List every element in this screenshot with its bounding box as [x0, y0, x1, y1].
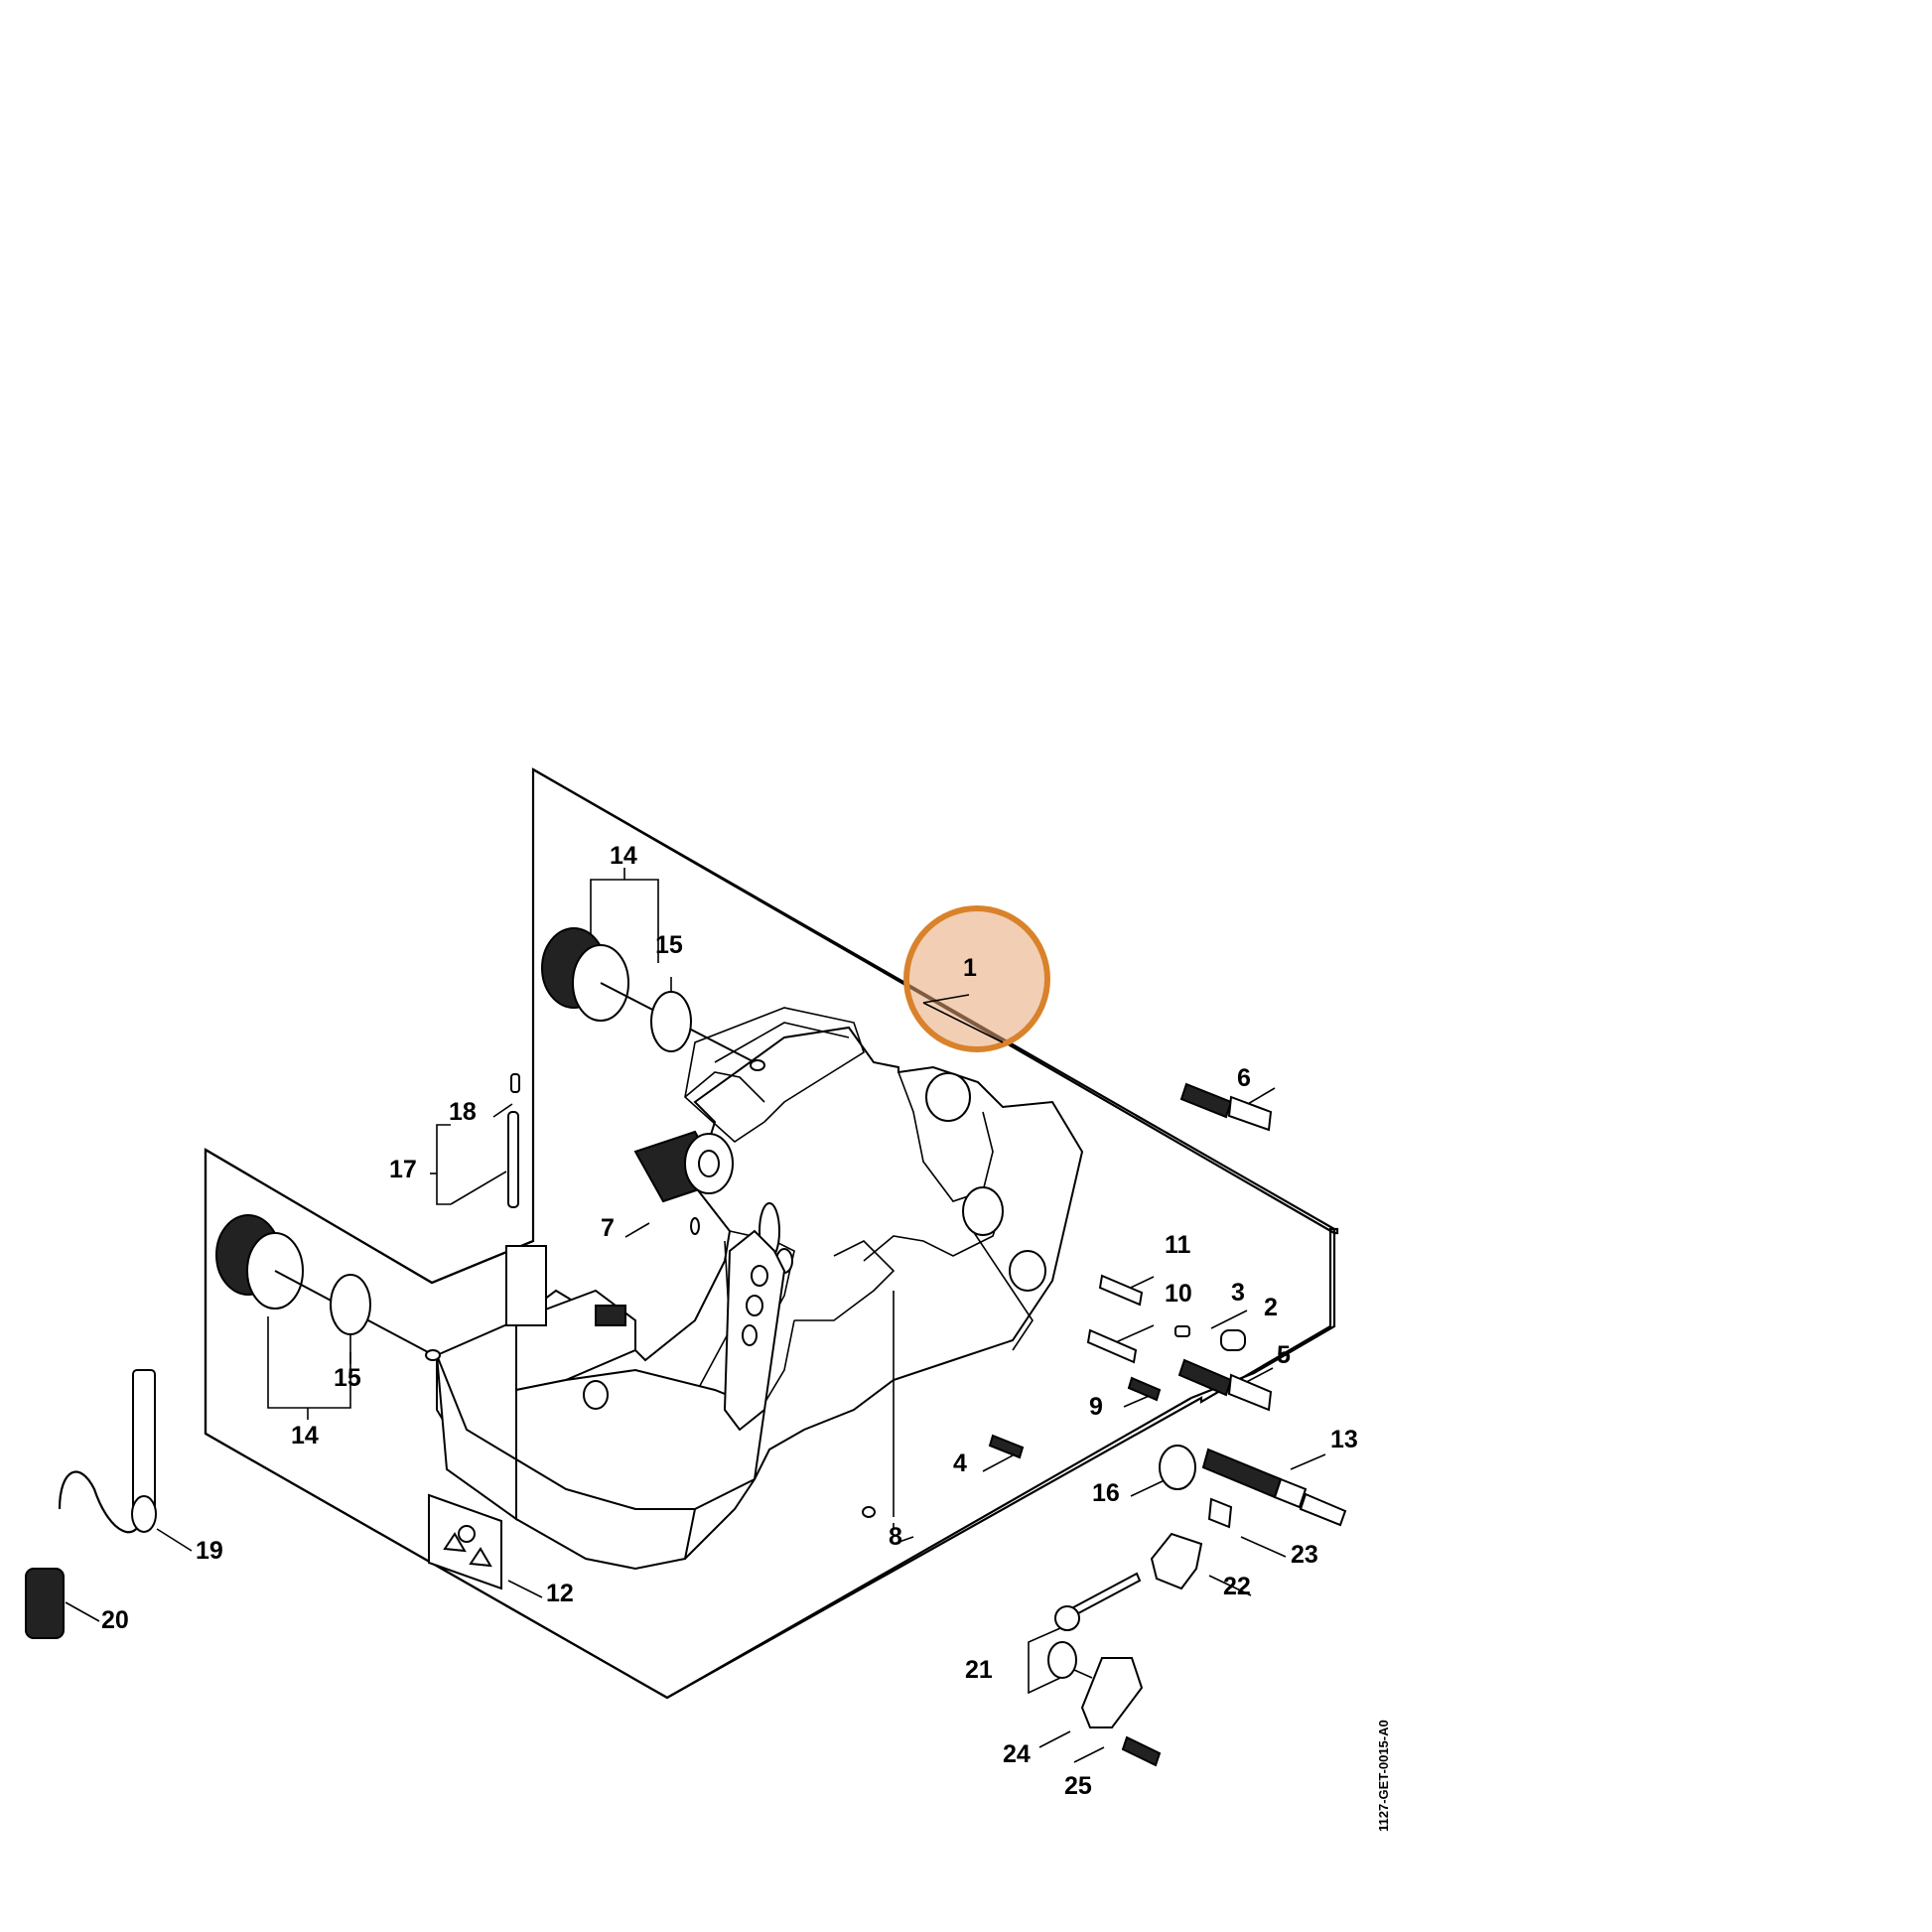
part-22-bracket[interactable]	[1150, 1532, 1203, 1590]
part-10-pin[interactable]	[1086, 1328, 1138, 1364]
label-16: 16	[1092, 1479, 1120, 1507]
part-7-bearing[interactable]	[633, 1130, 734, 1203]
label-6: 6	[1237, 1064, 1251, 1092]
part-8-washer[interactable]	[862, 1506, 876, 1518]
label-15-lower: 15	[334, 1364, 361, 1392]
part-20-filter[interactable]	[25, 1568, 65, 1639]
label-2: 2	[1264, 1294, 1278, 1321]
part-1-highlight[interactable]	[903, 905, 1050, 1052]
label-14-upper: 14	[610, 842, 637, 870]
crankcase-housing[interactable]	[436, 1007, 1084, 1571]
part-18-pin[interactable]	[510, 1073, 520, 1093]
part-17-pin[interactable]	[507, 1111, 519, 1208]
label-7: 7	[601, 1214, 615, 1242]
leader-lines	[65, 868, 1326, 1763]
label-17: 17	[389, 1156, 417, 1183]
drawing-code: 1127-GET-0015-A0	[1376, 1720, 1391, 1832]
part-24-slider[interactable]	[1080, 1657, 1144, 1728]
part-12-warning-label[interactable]	[428, 1493, 502, 1590]
label-13: 13	[1330, 1426, 1358, 1453]
part-16-cap[interactable]	[1159, 1445, 1196, 1490]
label-10: 10	[1165, 1280, 1192, 1308]
label-15-upper: 15	[655, 931, 683, 959]
part-9-screw[interactable]	[1127, 1376, 1162, 1402]
part-15-oring-upper[interactable]	[650, 991, 692, 1052]
part-15-oring-lower[interactable]	[330, 1274, 371, 1335]
callout-labels: 1 2 3 4 5 6 7 8 9 10 11 12 13 14 14 15 1…	[101, 842, 1358, 1800]
part-21-adjuster[interactable]	[1047, 1572, 1142, 1679]
label-22: 22	[1223, 1573, 1251, 1600]
part-5-stud[interactable]	[1177, 1358, 1273, 1412]
label-23: 23	[1291, 1541, 1318, 1569]
part-19-fuel-line[interactable]	[58, 1369, 157, 1534]
part-6-stud[interactable]	[1179, 1082, 1273, 1132]
part-25-screw[interactable]	[1121, 1735, 1162, 1767]
label-1: 1	[963, 954, 977, 982]
label-18: 18	[449, 1098, 477, 1126]
label-12: 12	[546, 1580, 574, 1607]
label-5: 5	[1277, 1341, 1291, 1369]
label-11: 11	[1165, 1231, 1191, 1259]
label-4: 4	[953, 1449, 967, 1477]
part-14-upper[interactable]	[541, 927, 765, 1071]
part-4-screw[interactable]	[988, 1434, 1025, 1459]
part-11-pin[interactable]	[1098, 1274, 1144, 1307]
part-14-lower[interactable]	[215, 1214, 441, 1361]
label-21: 21	[965, 1656, 993, 1684]
label-9: 9	[1089, 1393, 1103, 1421]
label-20: 20	[101, 1606, 129, 1634]
label-3: 3	[1231, 1279, 1245, 1307]
part-13-bolt[interactable]	[1201, 1448, 1347, 1527]
part-3-plug[interactable]	[1174, 1325, 1190, 1337]
label-19: 19	[196, 1537, 223, 1565]
part-23-clip[interactable]	[1207, 1497, 1233, 1529]
label-25: 25	[1064, 1772, 1092, 1800]
part-2-plug[interactable]	[1220, 1329, 1246, 1351]
label-14-lower: 14	[291, 1422, 319, 1449]
label-24: 24	[1003, 1740, 1031, 1768]
label-8: 8	[889, 1523, 902, 1551]
